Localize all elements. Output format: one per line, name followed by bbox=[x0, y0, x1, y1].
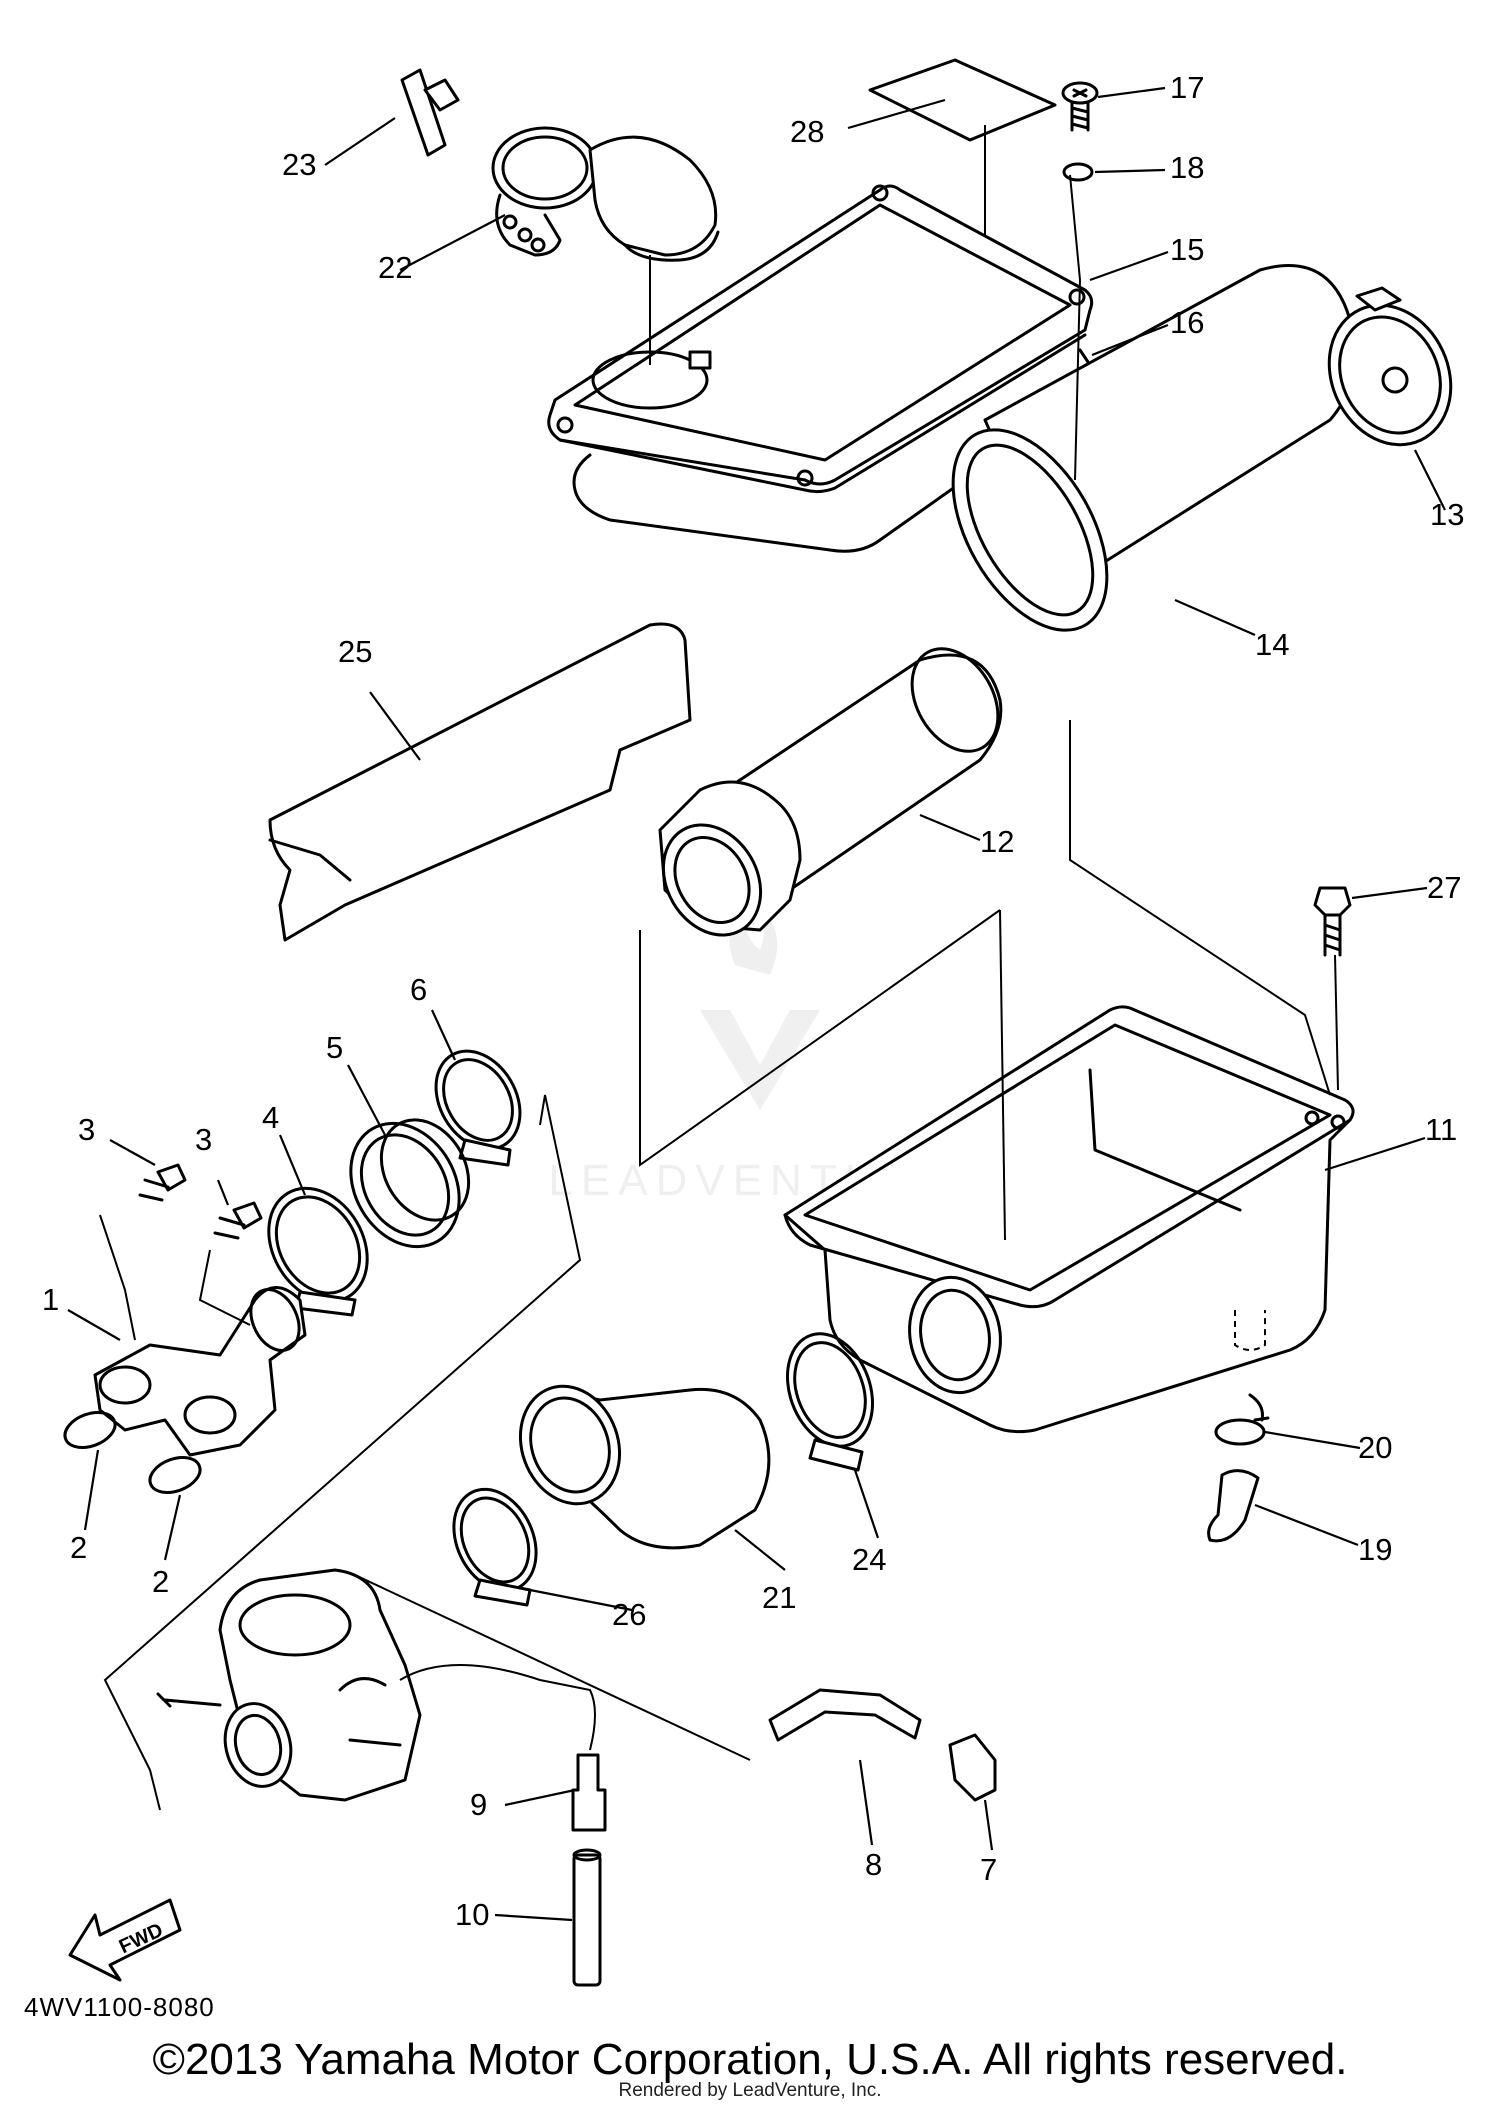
air-filter-guide bbox=[658, 647, 1003, 937]
air-box-case bbox=[783, 1005, 1355, 1434]
joint-5 bbox=[349, 1118, 471, 1249]
callout-13: 13 bbox=[1430, 497, 1464, 532]
intake-duct-25 bbox=[268, 622, 692, 942]
washer-18 bbox=[1062, 162, 1094, 182]
callout-4: 4 bbox=[262, 1100, 279, 1135]
fwd-arrow-icon: FWD bbox=[68, 1898, 182, 1982]
air-filter-element bbox=[951, 264, 1356, 632]
filter-cap bbox=[1327, 286, 1453, 447]
air-box-cover bbox=[547, 184, 1094, 494]
callout-6: 6 bbox=[410, 972, 427, 1007]
o-ring-2b bbox=[148, 1456, 202, 1494]
callout-28: 28 bbox=[790, 114, 824, 149]
callout-21: 21 bbox=[762, 1580, 796, 1615]
clamp-26 bbox=[452, 1487, 538, 1607]
callout-11: 11 bbox=[1425, 1112, 1457, 1147]
screw-17 bbox=[1061, 81, 1099, 132]
callout-1: 1 bbox=[42, 1282, 59, 1317]
clip-20 bbox=[1214, 1393, 1270, 1446]
intake-duct-25-tab bbox=[268, 838, 352, 882]
bolt-3b bbox=[213, 1201, 263, 1240]
carburetor bbox=[156, 1568, 422, 1802]
callout-3b: 3 bbox=[195, 1122, 212, 1157]
callout-12: 12 bbox=[980, 824, 1014, 859]
callout-24: 24 bbox=[852, 1542, 886, 1577]
assembly-lines bbox=[99, 125, 1339, 1811]
callout-15: 15 bbox=[1170, 232, 1204, 267]
diagram-code: 4WV1100-8080 bbox=[24, 1992, 215, 2022]
callout-27: 27 bbox=[1427, 870, 1461, 905]
callout-14: 14 bbox=[1255, 627, 1289, 662]
drain-hose-8 bbox=[768, 1688, 922, 1742]
fitting-7 bbox=[948, 1733, 997, 1802]
callout-10: 10 bbox=[455, 1897, 489, 1932]
o-ring-2a bbox=[63, 1411, 117, 1449]
clamp-24 bbox=[785, 1332, 875, 1472]
leader-lines bbox=[67, 86, 1446, 1922]
rendered-by-credit: Rendered by LeadVenture, Inc. bbox=[618, 2080, 882, 2101]
callout-2b: 2 bbox=[152, 1564, 169, 1599]
air-intake-joint bbox=[491, 126, 720, 262]
callout-2a: 2 bbox=[70, 1530, 87, 1565]
callout-numbers: 1 2 2 3 3 4 5 6 7 8 9 10 11 12 13 14 15 … bbox=[42, 70, 1464, 1932]
air-box-joint-21 bbox=[518, 1384, 771, 1550]
bolt-27 bbox=[1313, 886, 1352, 957]
clamp-4 bbox=[267, 1186, 369, 1317]
callout-19: 19 bbox=[1358, 1532, 1392, 1567]
callout-26: 26 bbox=[612, 1597, 646, 1632]
callout-8: 8 bbox=[865, 1847, 882, 1882]
intake-manifold bbox=[93, 1286, 307, 1457]
callout-3a: 3 bbox=[78, 1112, 95, 1147]
callout-5: 5 bbox=[326, 1030, 343, 1065]
hose-10 bbox=[572, 1848, 602, 1987]
callout-9: 9 bbox=[470, 1787, 487, 1822]
fitting-9 bbox=[571, 1753, 607, 1832]
copyright-notice: ©2013 Yamaha Motor Corporation, U.S.A. A… bbox=[152, 2035, 1348, 2084]
label-sticker bbox=[868, 58, 1057, 142]
callout-7: 7 bbox=[980, 1852, 997, 1887]
breather-hose bbox=[400, 68, 460, 157]
callout-20: 20 bbox=[1358, 1430, 1392, 1465]
callout-17: 17 bbox=[1170, 70, 1204, 105]
bolt-3a bbox=[138, 1163, 187, 1202]
callout-16: 16 bbox=[1170, 305, 1204, 340]
callout-18: 18 bbox=[1170, 150, 1204, 185]
callout-23: 23 bbox=[282, 147, 316, 182]
callout-22: 22 bbox=[378, 250, 412, 285]
callout-25: 25 bbox=[338, 634, 372, 669]
drain-plug-19 bbox=[1207, 1469, 1260, 1543]
